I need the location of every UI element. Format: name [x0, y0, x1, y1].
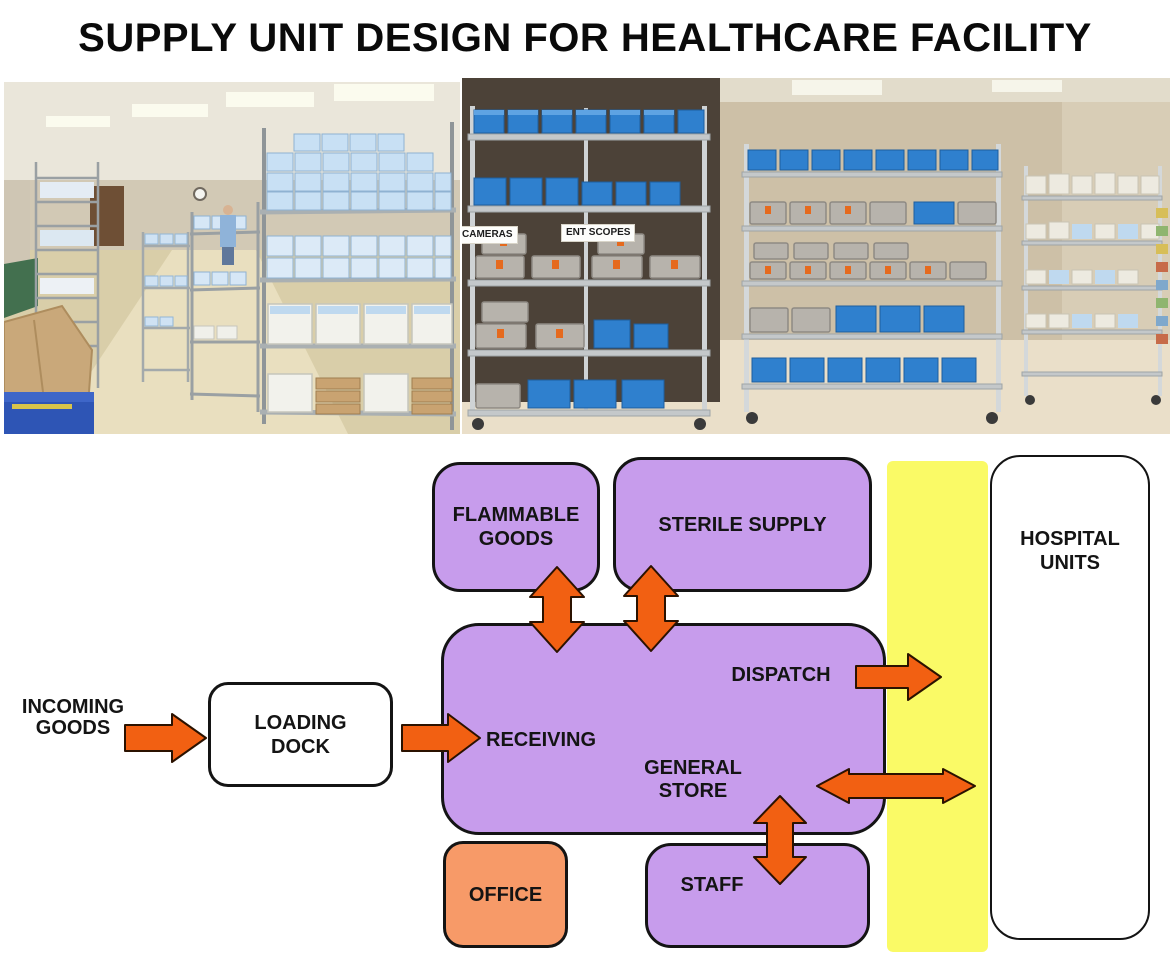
general-store-label: GENERAL STORE: [644, 757, 742, 802]
flammable-goods-label-line1: FLAMMABLE: [452, 504, 580, 526]
loading-dock-box: LOADING DOCK: [208, 682, 393, 787]
hospital-units-box: HOSPITAL UNITS: [990, 455, 1150, 940]
sterile-supply-label: STERILE SUPPLY: [658, 513, 827, 536]
staff-label: STAFF: [680, 874, 744, 896]
shelf-label-cameras: CAMERAS: [462, 226, 518, 244]
hospital-units-label-line1: HOSPITAL: [1020, 528, 1120, 550]
photo-sterile-storage: CAMERAS ENT SCOPES: [462, 78, 1170, 434]
shelf-label-ent-scopes: ENT SCOPES: [561, 224, 636, 242]
receiving-label: RECEIVING: [486, 729, 597, 751]
dispatch-label: DISPATCH: [731, 664, 831, 686]
sterile-supply-box: STERILE SUPPLY: [613, 457, 872, 592]
loading-dock-label-line2: DOCK: [271, 735, 330, 758]
photo-left-scene: [4, 82, 460, 434]
photo-right-scene: [462, 78, 1170, 434]
flammable-goods-label-line2: GOODS: [478, 528, 554, 550]
loading-dock-label-line1: LOADING: [254, 711, 347, 734]
hospital-units-label-line2: UNITS: [1040, 552, 1100, 574]
office-box: OFFICE: [443, 841, 568, 948]
incoming-goods-label: INCOMING GOODS: [21, 696, 125, 739]
flammable-goods-box: FLAMMABLE GOODS: [432, 462, 600, 592]
photo-supply-room-aisle: [4, 82, 460, 434]
office-label: OFFICE: [468, 883, 543, 906]
page-title: SUPPLY UNIT DESIGN FOR HEALTHCARE FACILI…: [78, 16, 1092, 60]
main-store-box: [441, 623, 886, 835]
corridor-strip: [887, 461, 988, 952]
